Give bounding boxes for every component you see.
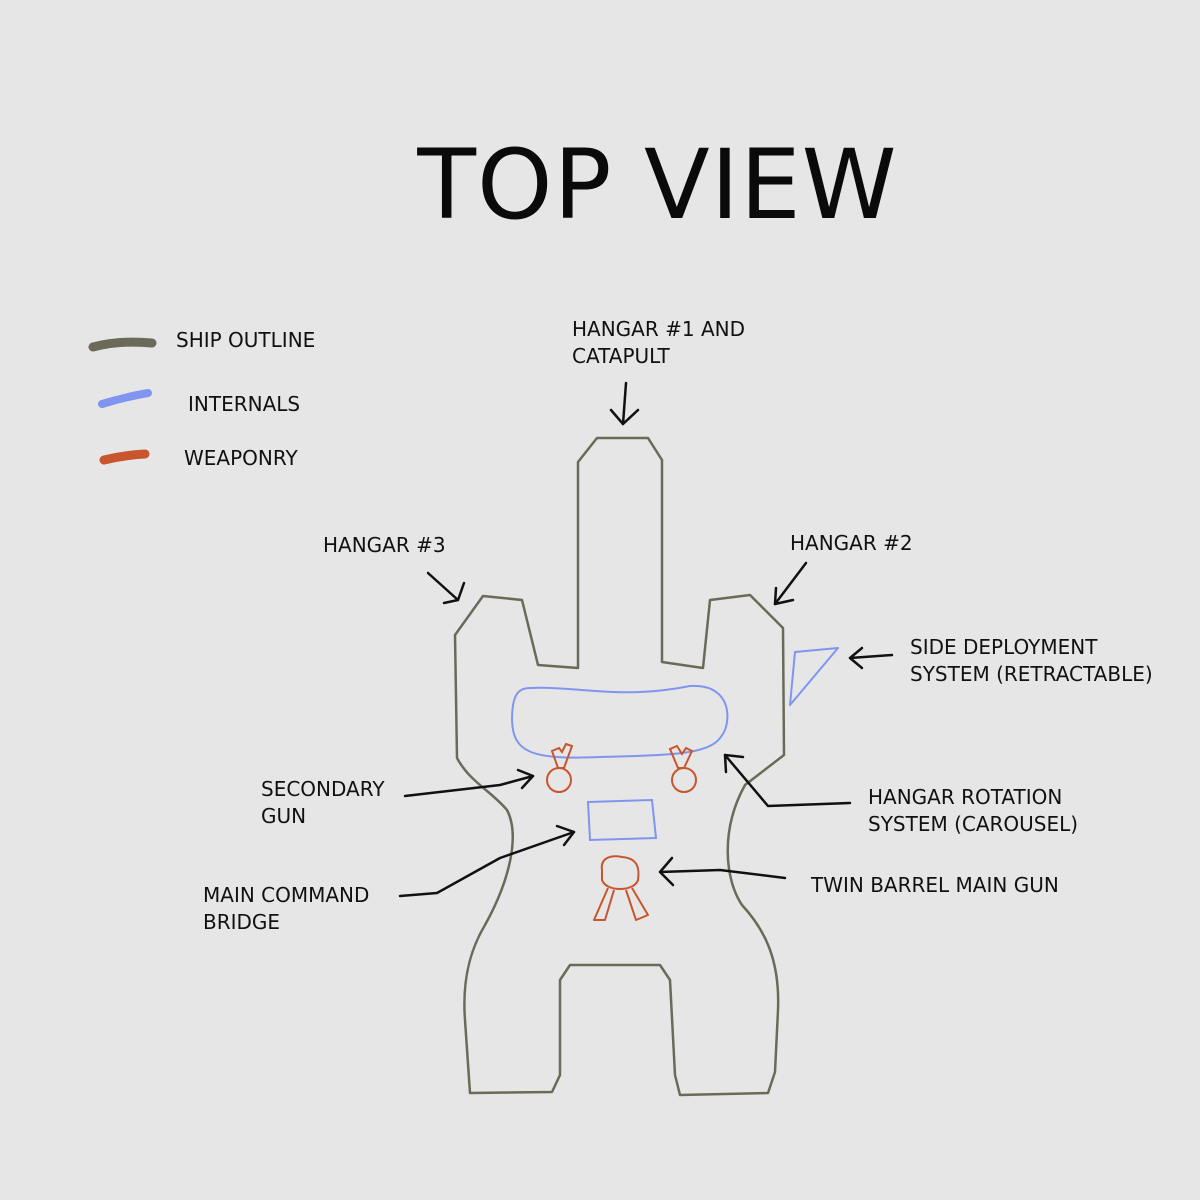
arrow-secondary-gun — [403, 768, 535, 798]
arrow-hangar1 — [609, 381, 640, 426]
callout-hangar2: HANGAR #2 — [790, 530, 913, 557]
callout-bridge: MAIN COMMAND BRIDGE — [203, 882, 369, 936]
legend-swatch-internals — [98, 389, 152, 408]
arrow-bridge — [398, 824, 576, 898]
arrow-side-deployment — [848, 646, 894, 670]
callout-hangar3-line1: HANGAR #3 — [323, 533, 446, 557]
carousel-outline — [510, 684, 729, 759]
callout-bridge-line2: BRIDGE — [203, 910, 281, 934]
secondary-gun-right — [668, 744, 697, 793]
callout-hangar2-line1: HANGAR #2 — [790, 531, 913, 555]
callout-secondary-gun-line1: SECONDARY — [261, 777, 385, 801]
secondary-gun-left — [546, 742, 574, 793]
callout-carousel-line2: SYSTEM (CAROUSEL) — [868, 812, 1079, 836]
side-deployment-outline — [789, 647, 839, 706]
bridge-outline — [586, 798, 658, 842]
legend-label-internals: INTERNALS — [188, 392, 301, 416]
diagram-title: TOP VIEW — [417, 129, 898, 241]
callout-side-deployment-line2: SYSTEM (RETRACTABLE) — [910, 662, 1153, 686]
arrow-hangar3 — [426, 571, 466, 605]
ship-outline — [453, 436, 786, 1097]
callout-side-deployment-line1: SIDE DEPLOYMENT — [910, 635, 1098, 659]
callout-hangar1-line1: HANGAR #1 AND — [572, 317, 745, 341]
arrow-main-gun — [658, 856, 787, 887]
callout-main-gun-line1: TWIN BARREL MAIN GUN — [811, 873, 1059, 897]
arrow-carousel — [723, 753, 852, 808]
legend-swatch-weaponry — [99, 449, 150, 465]
callout-side-deployment: SIDE DEPLOYMENT SYSTEM (RETRACTABLE) — [910, 634, 1153, 688]
callout-main-gun: TWIN BARREL MAIN GUN — [811, 872, 1059, 899]
callout-secondary-gun-line2: GUN — [261, 804, 307, 828]
callout-hangar3: HANGAR #3 — [323, 532, 446, 559]
callout-hangar1: HANGAR #1 AND CATAPULT — [572, 316, 745, 370]
callout-secondary-gun: SECONDARY GUN — [261, 776, 385, 830]
main-gun — [593, 855, 649, 921]
callout-hangar1-line2: CATAPULT — [572, 344, 670, 368]
callout-bridge-line1: MAIN COMMAND — [203, 883, 370, 907]
arrow-hangar2 — [773, 561, 808, 606]
legend-swatch-ship-outline — [88, 337, 157, 352]
legend-label-weaponry: WEAPONRY — [184, 446, 298, 470]
callout-carousel: HANGAR ROTATION SYSTEM (CAROUSEL) — [868, 784, 1078, 838]
legend-label-ship-outline: SHIP OUTLINE — [176, 328, 316, 352]
callout-carousel-line1: HANGAR ROTATION — [868, 785, 1063, 809]
